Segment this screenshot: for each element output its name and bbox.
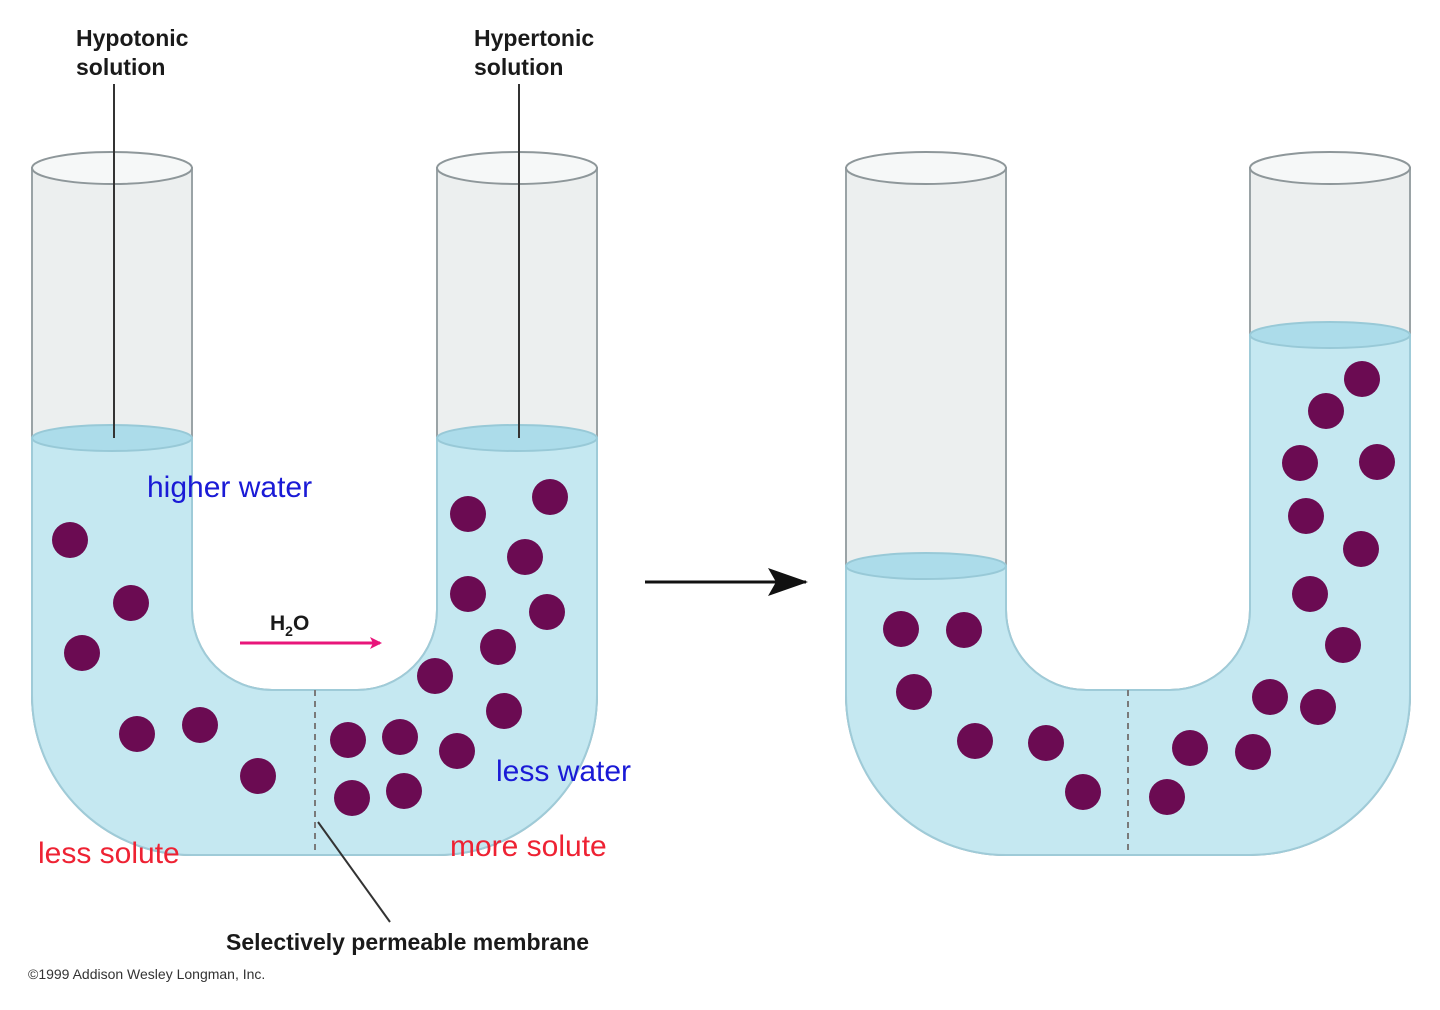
water-fill-after	[845, 334, 1411, 856]
solute-particles-before-right	[330, 479, 568, 816]
solute-particle	[52, 522, 88, 558]
solute-particle	[1149, 779, 1185, 815]
water-surface-right-before	[436, 424, 598, 452]
solute-particle	[1028, 725, 1064, 761]
tube-rim-left-after	[845, 151, 1007, 185]
hypotonic-label-line2: solution	[76, 54, 165, 80]
less-water-label: less water	[496, 755, 631, 788]
hypertonic-label-line2: solution	[474, 54, 563, 80]
solute-particle	[1344, 361, 1380, 397]
copyright-text: ©1999 Addison Wesley Longman, Inc.	[28, 966, 265, 982]
solute-particle	[182, 707, 218, 743]
solute-particle	[486, 693, 522, 729]
solute-particle	[1359, 444, 1395, 480]
solute-particle	[417, 658, 453, 694]
membrane-leader-line	[317, 821, 391, 923]
higher-water-label: higher water	[147, 471, 312, 504]
solute-particle	[946, 612, 982, 648]
u-tube-before	[31, 151, 598, 856]
water-surface-right-after	[1249, 321, 1411, 349]
solute-particle	[957, 723, 993, 759]
solute-particle	[532, 479, 568, 515]
solute-particle	[1282, 445, 1318, 481]
less-solute-label: less solute	[38, 837, 180, 870]
solute-particle	[334, 780, 370, 816]
hypotonic-label: Hypotonic solution	[76, 25, 195, 80]
solute-particle	[1300, 689, 1336, 725]
solute-particle	[1252, 679, 1288, 715]
tube-rim-left-before	[31, 151, 193, 185]
solute-particle	[64, 635, 100, 671]
solute-particle	[1325, 627, 1361, 663]
solute-particle	[1343, 531, 1379, 567]
solute-particle	[507, 539, 543, 575]
solute-particle	[240, 758, 276, 794]
h2o-label: H2O	[270, 612, 309, 639]
solute-particle	[1292, 576, 1328, 612]
membrane-label: Selectively permeable membrane	[226, 929, 589, 955]
u-tube-after	[845, 151, 1411, 856]
solute-particles-after-right	[1149, 361, 1395, 815]
tube-rim-right-before	[436, 151, 598, 185]
solute-particle	[439, 733, 475, 769]
solute-particle	[1308, 393, 1344, 429]
hypertonic-label-line1: Hypertonic	[474, 25, 594, 51]
water-surface-left-before	[31, 424, 193, 452]
solute-particle	[1235, 734, 1271, 770]
solute-particles-before-left	[52, 522, 276, 794]
solute-particle	[450, 576, 486, 612]
solute-particle	[330, 722, 366, 758]
solute-particle	[1172, 730, 1208, 766]
solute-particle	[883, 611, 919, 647]
solute-particle	[119, 716, 155, 752]
tube-rim-right-after	[1249, 151, 1411, 185]
solute-particles-after-left	[883, 611, 1101, 810]
solute-particle	[386, 773, 422, 809]
solute-particle	[529, 594, 565, 630]
solute-particle	[382, 719, 418, 755]
hypertonic-label: Hypertonic solution	[474, 25, 601, 80]
water-surface-left-after	[845, 552, 1007, 580]
solute-particle	[450, 496, 486, 532]
solute-particle	[1065, 774, 1101, 810]
solute-particle	[896, 674, 932, 710]
hypotonic-label-line1: Hypotonic	[76, 25, 189, 51]
solute-particle	[480, 629, 516, 665]
more-solute-label: more solute	[450, 830, 607, 863]
solute-particle	[113, 585, 149, 621]
solute-particle	[1288, 498, 1324, 534]
